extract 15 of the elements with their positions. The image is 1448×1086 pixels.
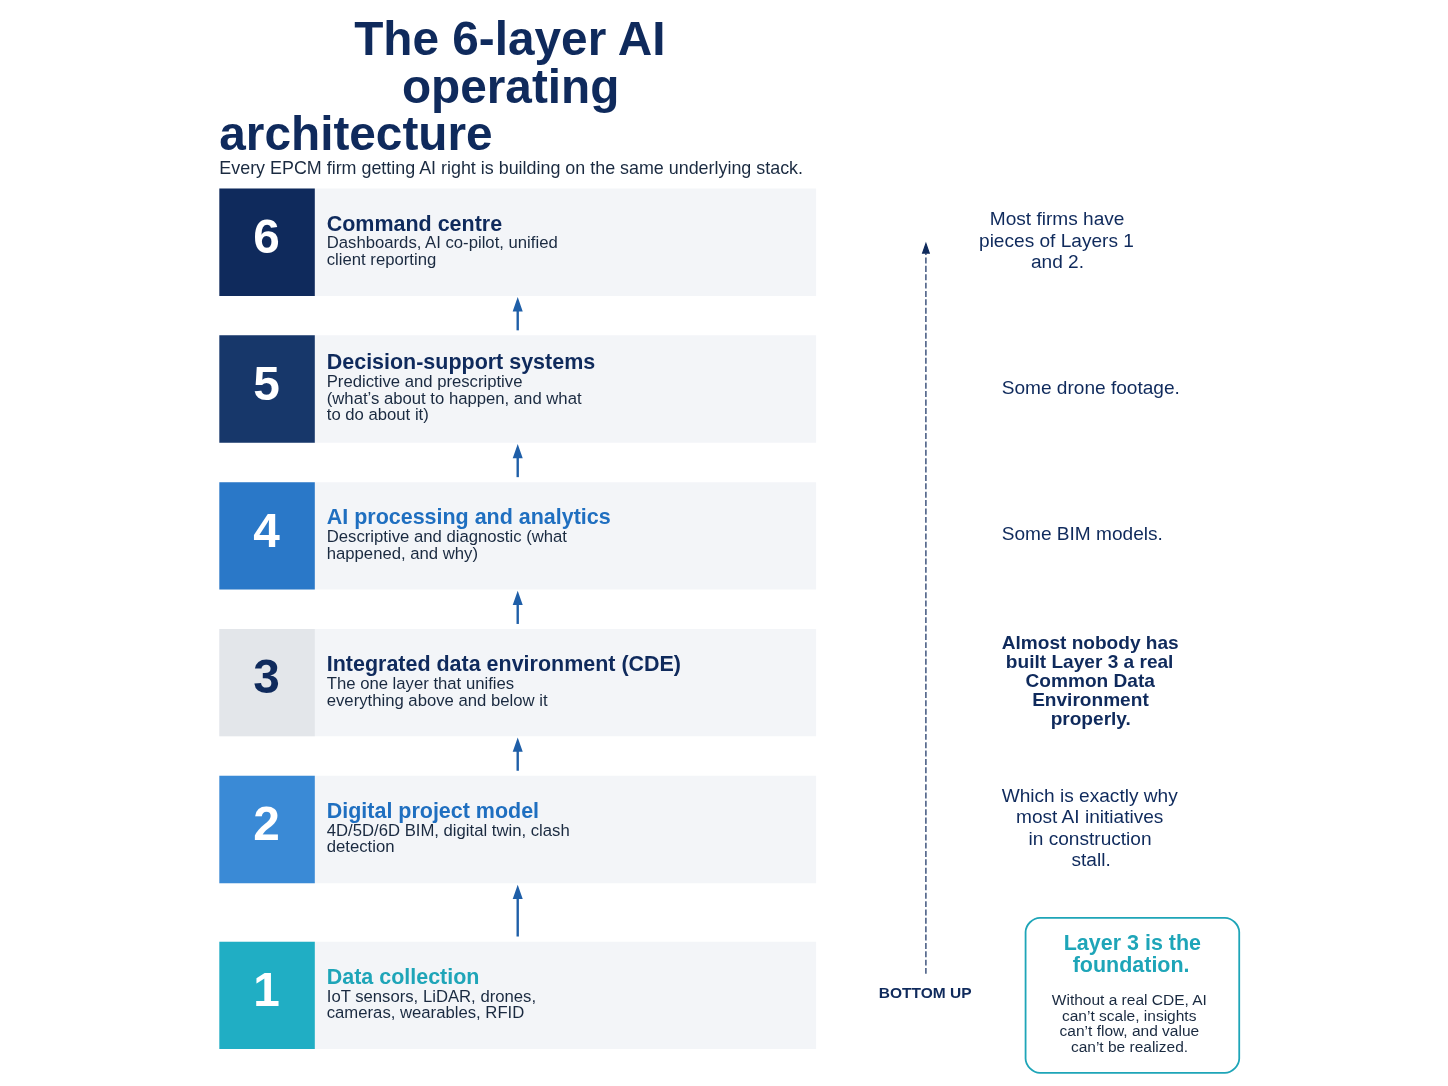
- arrow: [512, 884, 523, 937]
- arrow: [921, 241, 930, 975]
- arrow: [512, 590, 523, 624]
- caption: Every EPCM firm getting AI right is building on the same underlying stack.: [218, 158, 803, 179]
- arrow: [512, 297, 523, 331]
- node-box: Layer 3 is the foundation. Without a real CDE, AI can’t scale, insights can’t flow, and value can’t be realized.: [1024, 916, 1240, 1074]
- diagram-title: The 6-layer AI operating architecture: [218, 11, 665, 161]
- label: Almost nobody has built Layer 3 a real Common Data Environment properly.: [1001, 631, 1179, 730]
- arrow: [512, 443, 523, 478]
- node-text: BOTTOM UP: [878, 984, 971, 1002]
- label: Some BIM models.: [1001, 523, 1163, 545]
- arrow: [512, 737, 523, 771]
- label: Some drone footage.: [1001, 376, 1180, 398]
- label: Most firms have pieces of Layers 1 and 2.: [978, 208, 1134, 273]
- label: Which is exactly why most AI initiatives in construction stall.: [1001, 784, 1178, 871]
